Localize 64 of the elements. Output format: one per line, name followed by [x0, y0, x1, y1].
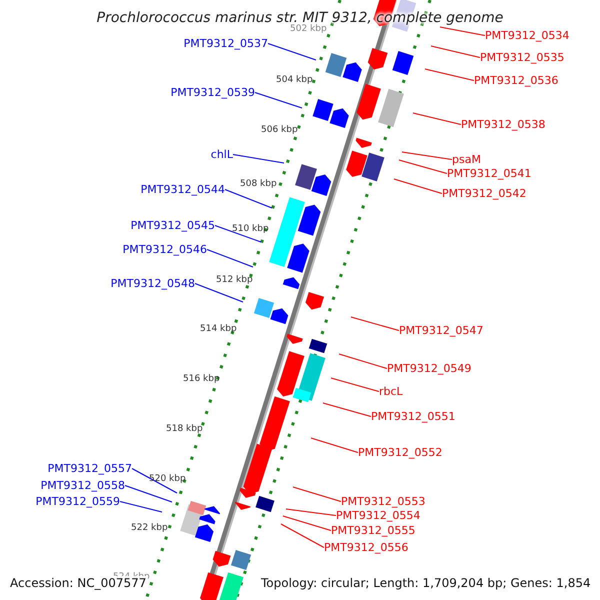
gene-label: rbcL: [379, 386, 403, 397]
leader-line: [232, 154, 284, 164]
gene-label: PMT9312_0553: [341, 496, 426, 507]
gene-label: PMT9312_0537: [184, 38, 268, 49]
gene-label: PMT9312_0554: [336, 510, 420, 521]
gene-label: PMT9312_0549: [387, 363, 472, 374]
gene-label: PMT9312_0556: [324, 542, 408, 553]
tick-label: 520 kbp: [149, 475, 186, 484]
leader-line: [280, 524, 324, 548]
leader-line: [322, 402, 372, 417]
tick-label: 516 kbp: [183, 375, 220, 384]
leader-line: [338, 354, 388, 369]
leader-line: [224, 189, 272, 208]
leader-line: [330, 378, 380, 392]
leader-line: [402, 152, 452, 160]
leader-line: [310, 438, 358, 453]
leader-line: [282, 516, 332, 531]
leader-line: [214, 225, 262, 242]
leader-line: [194, 283, 244, 302]
gene-label: PMT9312_0539: [170, 87, 255, 98]
tick-label: 510 kbp: [232, 225, 269, 234]
leader-line: [254, 92, 302, 108]
gene-label: PMT9312_0545: [130, 220, 215, 231]
tick-label: 506 kbp: [261, 126, 298, 135]
leader-line: [412, 112, 462, 125]
leader-line: [440, 26, 486, 36]
gene-label: PMT9312_0548: [110, 278, 195, 289]
tick-label: 502 kbp: [290, 25, 327, 34]
gene-label: PMT9312_0555: [331, 525, 416, 536]
leader-line: [268, 43, 316, 60]
leader-line: [132, 468, 178, 494]
leader-line: [206, 249, 254, 268]
gene-label: PMT9312_0534: [485, 30, 570, 41]
gene-label: PMT9312_0559: [36, 496, 120, 507]
gene-label: PMT9312_0536: [474, 75, 558, 86]
gene-label: PMT9312_0547: [399, 325, 484, 336]
gene-label: PMT9312_0546: [122, 244, 207, 255]
gene-label: PMT9312_0541: [447, 168, 532, 179]
gene-label: PMT9312_0557: [48, 463, 132, 474]
gene-label: PMT9312_0544: [140, 184, 225, 195]
gene-label: psaM: [452, 154, 481, 165]
gene-label: PMT9312_0558: [40, 480, 125, 491]
tick-label: 504 kbp: [276, 76, 313, 85]
gene-label: PMT9312_0538: [461, 119, 546, 130]
gene-label: PMT9312_0552: [358, 447, 442, 458]
gene-label: chlL: [210, 149, 233, 160]
gene-label: PMT9312_0542: [442, 188, 526, 199]
gene-label: PMT9312_0535: [480, 52, 564, 63]
footer-text: Topology: circular; Length: 1,709,204 bp; Genes: 1,854: [259, 576, 593, 590]
leader-line: [350, 316, 400, 331]
tick-label: 522 kbp: [131, 524, 168, 533]
tick-label: 512 kbp: [216, 276, 253, 285]
leader-line: [398, 160, 448, 174]
leader-line: [424, 68, 474, 81]
leader-line: [286, 508, 336, 516]
tick-label: 508 kbp: [240, 180, 277, 189]
leader-line: [124, 485, 172, 502]
leader-line: [430, 46, 480, 58]
gene-label: PMT9312_0551: [371, 411, 456, 422]
tick-label: 518 kbp: [166, 425, 203, 434]
tick-label: 514 kbp: [200, 325, 237, 334]
leader-line: [292, 486, 342, 502]
leader-line: [120, 501, 162, 512]
leader-line: [394, 178, 442, 194]
